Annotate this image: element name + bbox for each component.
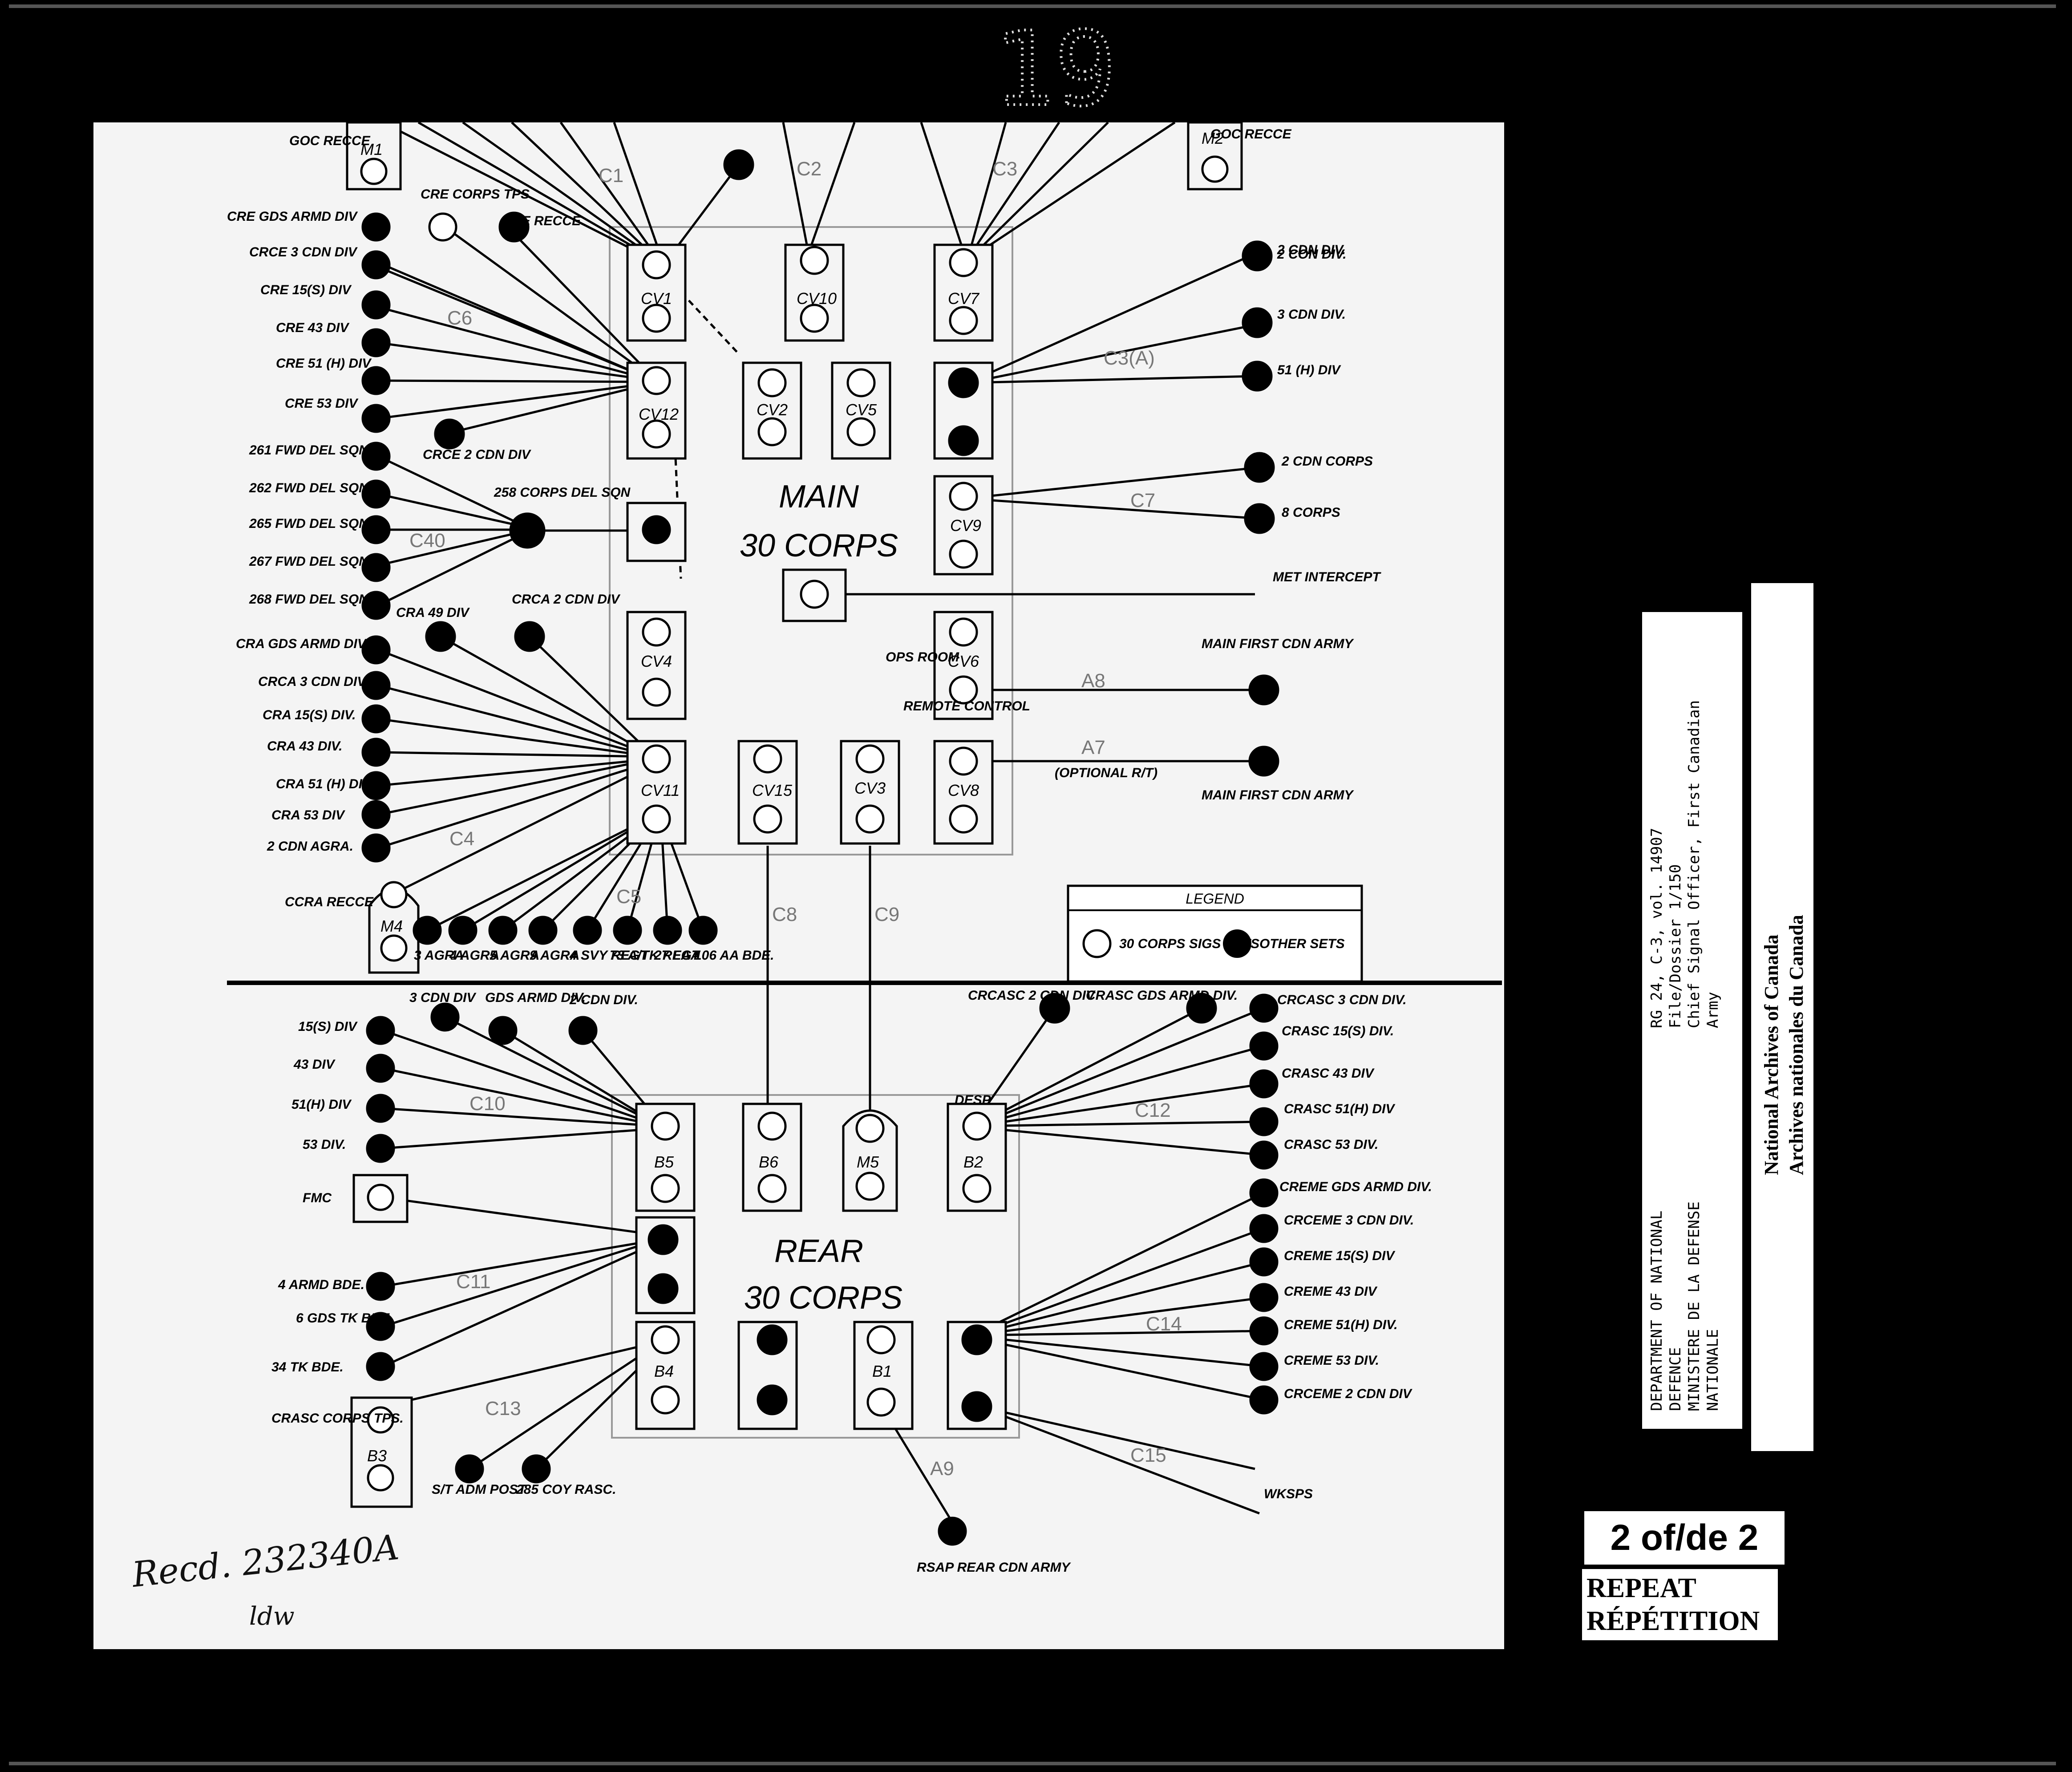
svg-text:OTHER SETS: OTHER SETS: [1259, 937, 1345, 951]
archives-name-en: National Archives of Canada: [1760, 934, 1782, 1175]
archive-label-right: National Archives of Canada Archives nat…: [1751, 583, 1813, 1451]
dept-line-1: DEPARTMENT OF NATIONAL: [1648, 1210, 1666, 1411]
archive-ref-line-3: Chief Signal Officer, First Canadian: [1685, 700, 1703, 1028]
own-set-circles: [360, 155, 1229, 1492]
archive-ref-line-2: File/Dossier 1/150: [1667, 864, 1684, 1028]
handwritten-initials: ldw: [249, 1602, 295, 1631]
svg-text:30 CORPS: 30 CORPS: [744, 1280, 902, 1316]
dept-line-4: NATIONALE: [1704, 1329, 1722, 1411]
dept-line-2: DEFENCE: [1667, 1347, 1684, 1411]
repeat-en: REPEAT: [1586, 1573, 1696, 1603]
legend: LEGEND 30 CORPS SIGS SETS OTHER SETS: [1067, 884, 1363, 983]
dept-line-3: MINISTERE DE LA DEFENSE: [1685, 1201, 1703, 1411]
diagram-text: MAIN 30 CORPS REAR 30 CORPS: [740, 479, 902, 1316]
repeat-stamp: REPEAT RÉPÉTITION: [1582, 1569, 1778, 1640]
archives-name-fr: Archives nationales du Canada: [1785, 915, 1807, 1175]
sprocket-strip: [9, 4, 2056, 1765]
archive-ref-line-4: Army: [1704, 992, 1722, 1028]
repeat-fr: RÉPÉTITION: [1586, 1606, 1760, 1636]
other-set-circles: [361, 149, 1279, 1546]
svg-text:LEGEND: LEGEND: [1186, 891, 1244, 907]
rear-hq-frame: [611, 1094, 1020, 1439]
main-hq-frame: [609, 226, 1013, 856]
archive-label-left: DEPARTMENT OF NATIONAL DEFENCE MINISTERE…: [1642, 612, 1742, 1429]
svg-text:MAIN: MAIN: [779, 479, 859, 515]
svg-text:30 CORPS: 30 CORPS: [740, 528, 898, 564]
reel-marker: 2 of/de 2: [1584, 1511, 1785, 1565]
archive-ref-line-1: RG 24, C-3, vol. 14907: [1648, 827, 1666, 1028]
svg-text:REAR: REAR: [774, 1233, 863, 1269]
frame-number: 19: [993, 10, 1117, 129]
